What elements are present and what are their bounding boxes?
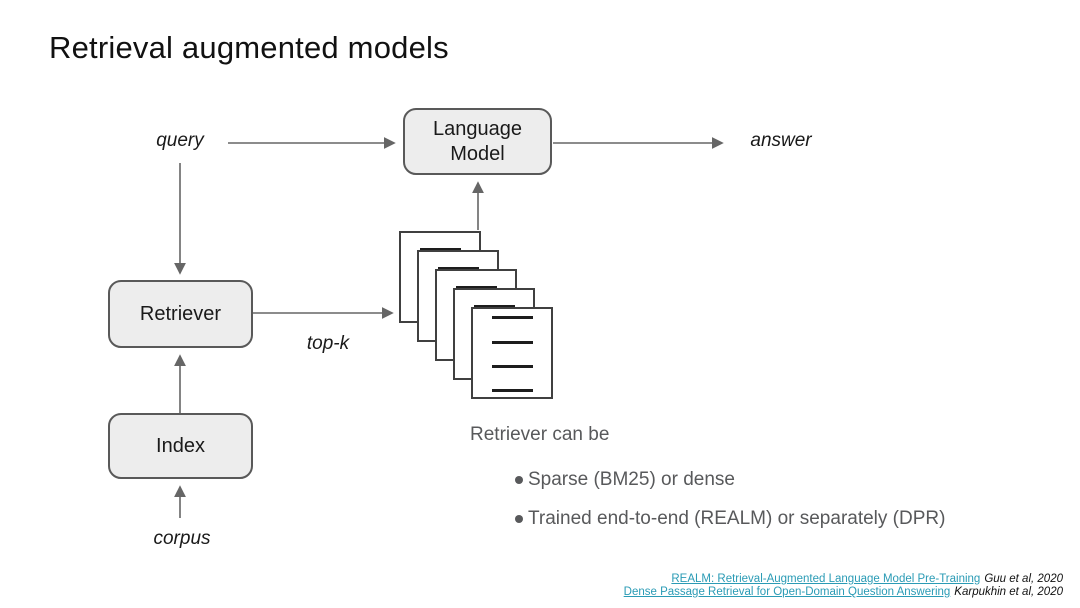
document-page: [471, 307, 553, 399]
note-item: Sparse (BM25) or dense: [470, 469, 1030, 490]
label-top-k: top-k: [306, 333, 350, 354]
reference-link-dpr[interactable]: Dense Passage Retrieval for Open-Domain …: [623, 586, 951, 598]
document-text-line: [492, 389, 533, 392]
label-corpus: corpus: [153, 528, 211, 549]
document-text-line: [456, 286, 497, 289]
document-text-line: [492, 341, 533, 344]
notes-heading: Retriever can be: [470, 424, 610, 445]
document-text-line: [438, 267, 479, 270]
document-text-line: [474, 305, 515, 308]
notes-list: Sparse (BM25) or dense Trained end-to-en…: [470, 469, 1030, 529]
label-query: query: [156, 130, 204, 151]
document-text-line: [420, 248, 461, 251]
note-item: Trained end-to-end (REALM) or separately…: [470, 508, 1030, 529]
reference-line: Dense Passage Retrieval for Open-Domain …: [624, 586, 1063, 599]
reference-line: REALM: Retrieval-Augmented Language Mode…: [624, 573, 1063, 586]
document-text-line: [492, 365, 533, 368]
page-title: Retrieval augmented models: [49, 30, 449, 65]
node-retriever: Retriever: [108, 280, 253, 348]
reference-link-realm[interactable]: REALM: Retrieval-Augmented Language Mode…: [671, 573, 981, 585]
document-text-line: [492, 316, 533, 319]
references: REALM: Retrieval-Augmented Language Mode…: [624, 573, 1063, 599]
node-language-model: Language Model: [403, 108, 552, 175]
node-index: Index: [108, 413, 253, 479]
reference-attribution: Guu et al, 2020: [984, 573, 1063, 585]
label-answer: answer: [750, 130, 812, 151]
notes-section: Retriever can be Sparse (BM25) or dense …: [470, 424, 1030, 547]
reference-attribution: Karpukhin et al, 2020: [954, 586, 1063, 598]
